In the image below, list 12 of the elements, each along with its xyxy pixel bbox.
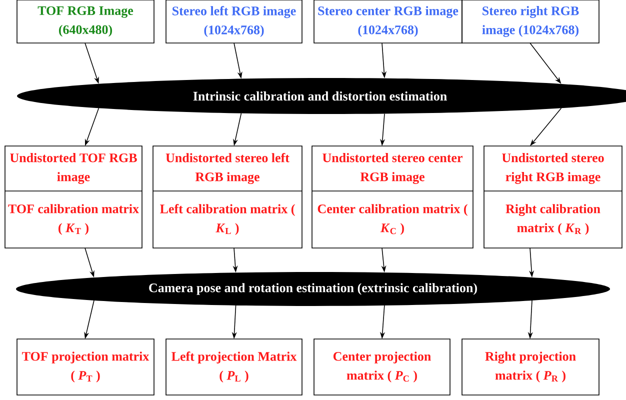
split-box: Undistorted stereo center RGB image Center calibration matrix ( K$_{C}$ ) <box>312 146 474 248</box>
process-box: TOF RGB Image (640x480) <box>16 0 154 44</box>
process-box: Right projection matrix ( P$_{R}$ ) <box>462 338 600 396</box>
process-box: Left projection Matrix ( P$_{L}$ ) <box>166 338 302 396</box>
process-box: Stereo left RGB image (1024x768) <box>166 0 302 44</box>
process-box: Stereo right RGB image (1024x768) <box>462 0 600 44</box>
process-box: TOF projection matrix ( P$_{T}$ ) <box>16 338 154 396</box>
split-box: Undistorted TOF RGB image TOF calibration matrix ( K$_{T}$ ) <box>4 146 142 248</box>
process-box: Stereo center RGB image (1024x768) <box>314 0 462 44</box>
process-box: Center projection matrix ( P$_{C}$ ) <box>314 338 450 396</box>
split-box: Undistorted stereo left RGB image Left calibration matrix ( K$_{L}$ ) <box>152 146 302 248</box>
split-box: Undistorted stereo right RGB image Right calibration matrix ( K$_{R}$ ) <box>484 146 622 248</box>
